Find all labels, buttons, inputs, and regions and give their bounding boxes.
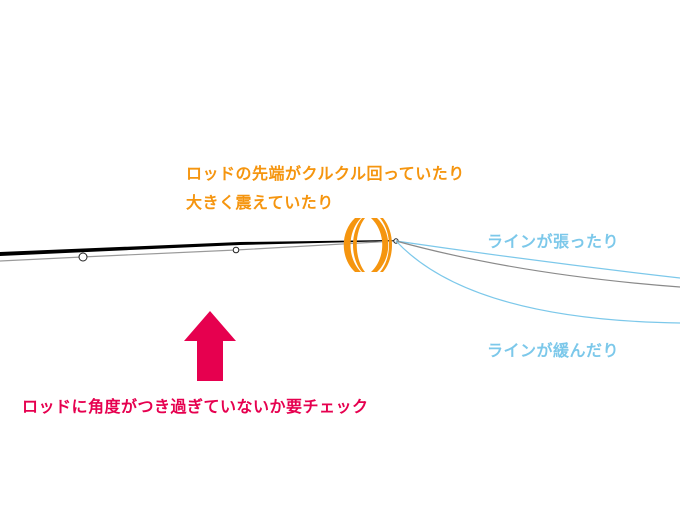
rod-angle-check-annotation: ロッドに角度がつき過ぎていないか要チェック (22, 397, 369, 416)
rod-tip-annotation-line2: 大きく震えていたり (186, 193, 334, 212)
line-normal (395, 240, 680, 288)
fishing-line-along-rod (0, 240, 396, 262)
line-slack-annotation: ラインが緩んだり (487, 341, 620, 360)
vibration-marks-icon (343, 218, 392, 272)
rod-guide-small (232, 246, 240, 254)
rod-tip-annotation-line1: ロッドの先端がクルクル回っていたり (186, 164, 465, 183)
arrow-up-icon (184, 311, 236, 381)
line-slack (395, 240, 680, 324)
fishing-rod (0, 240, 395, 256)
line-taut (395, 240, 680, 279)
line-taut-annotation: ラインが張ったり (487, 232, 620, 251)
rod-guide-large (78, 252, 88, 262)
